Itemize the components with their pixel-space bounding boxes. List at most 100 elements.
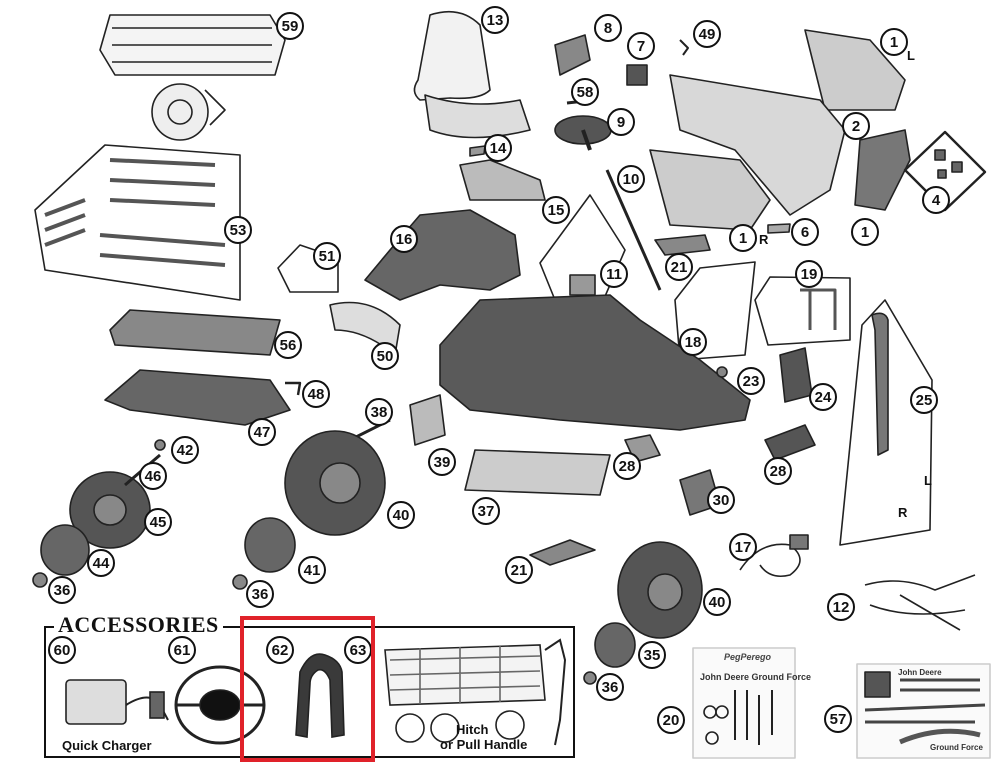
callout-62: 62 [266,636,294,664]
callout-15: 15 [542,196,570,224]
part-trailer-cart [99,14,286,141]
part-45-trailer-wheel [69,471,151,549]
callout-7: 7 [627,32,655,60]
callout-58: 58 [571,78,599,106]
part-8-bracket [554,34,591,76]
part-47-trailer-frame [104,369,291,426]
decal-text-1: Ground Force [930,743,983,752]
callout-28-left: 28 [613,452,641,480]
part-37-floor-plate [464,449,611,496]
decal-text-2: John Deere [898,668,942,677]
part-19-box [754,276,851,346]
callout-53: 53 [224,216,252,244]
callout-12: 12 [827,593,855,621]
callout-9: 9 [607,108,635,136]
part-40-rear-wheel-left [284,430,386,536]
part-7-block [626,64,648,86]
callout-35: 35 [638,641,666,669]
side-label-l-25: L [924,473,932,488]
part-40-rear-wheel-right [617,541,703,639]
part-48-pin [285,381,302,396]
callout-16: 16 [390,225,418,253]
callout-14: 14 [484,134,512,162]
part-1-left-panel [804,29,906,111]
quick-charger-device [65,679,169,725]
part-44-hubcap [40,524,90,576]
callout-24: 24 [809,383,837,411]
callout-23: 23 [737,367,765,395]
callout-28-right: 28 [764,457,792,485]
part-28-right [764,424,816,461]
side-label-r-25: R [898,505,908,520]
callout-38: 38 [365,398,393,426]
highlight-box-hitch [240,616,375,762]
hitch-label-line2: or Pull Handle [440,737,528,752]
callout-8: 8 [594,14,622,42]
part-35-hubcap [594,622,636,668]
callout-42: 42 [171,436,199,464]
part-25-box [839,299,933,546]
accessories-panel [44,626,575,758]
callout-41: 41 [298,556,326,584]
part-16-fender [364,209,521,301]
callout-40-left: 40 [387,501,415,529]
callout-30: 30 [707,486,735,514]
callout-63: 63 [344,636,372,664]
part-36-cap-b [232,574,248,590]
callout-57: 57 [824,705,852,733]
part-21-pedal [654,234,711,256]
part-2-hood [669,74,846,216]
quick-charger-label: Quick Charger [62,738,152,753]
callout-13: 13 [481,6,509,34]
part-51-box [277,244,339,293]
part-21-lower-pedal [529,539,596,566]
part-39-motor [409,394,446,446]
callout-17: 17 [729,533,757,561]
part-1-front-grill [854,129,911,211]
callout-51: 51 [313,242,341,270]
part-49-clip [679,39,689,56]
hardware-line: John Deere Ground Force [700,672,812,682]
part-10-steering-rod [605,169,662,291]
part-17-wiring [739,543,801,578]
part-36-cap-c [583,671,597,685]
part-6-clip [767,223,791,234]
callout-61: 61 [168,636,196,664]
part-36-cap-a [32,572,48,588]
callout-44: 44 [87,549,115,577]
callout-60: 60 [48,636,76,664]
callout-46: 46 [139,462,167,490]
callout-56: 56 [274,331,302,359]
callout-21-lower: 21 [505,556,533,584]
callout-1-top: 1 [880,28,908,56]
part-12-harness [864,574,976,631]
hitch-label-line1: Hitch [456,722,489,737]
accessories-title: ACCESSORIES [54,612,223,638]
part-41-hubcap [244,517,296,573]
callout-25: 25 [910,386,938,414]
side-label-l-top: L [907,48,915,63]
wagon-accessory [384,638,567,746]
part-42-cap [154,439,166,451]
callout-59: 59 [276,12,304,40]
callout-4: 4 [922,186,950,214]
callout-6: 6 [791,218,819,246]
callout-36-a: 36 [48,576,76,604]
callout-2: 2 [842,112,870,140]
part-seat [413,10,531,139]
callout-48: 48 [302,380,330,408]
side-label-r-top: R [759,232,769,247]
part-chassis [439,294,751,431]
callout-11: 11 [600,260,628,288]
part-20-hardware-card [692,647,796,759]
hardware-brand: PegPerego [724,652,772,662]
callout-19: 19 [795,260,823,288]
callout-36-c: 36 [596,673,624,701]
callout-1-grill: 1 [851,218,879,246]
callout-39: 39 [428,448,456,476]
callout-36-b: 36 [246,580,274,608]
u-hitch-part [295,653,345,738]
part-24-battery [779,347,813,403]
callout-20: 20 [657,706,685,734]
